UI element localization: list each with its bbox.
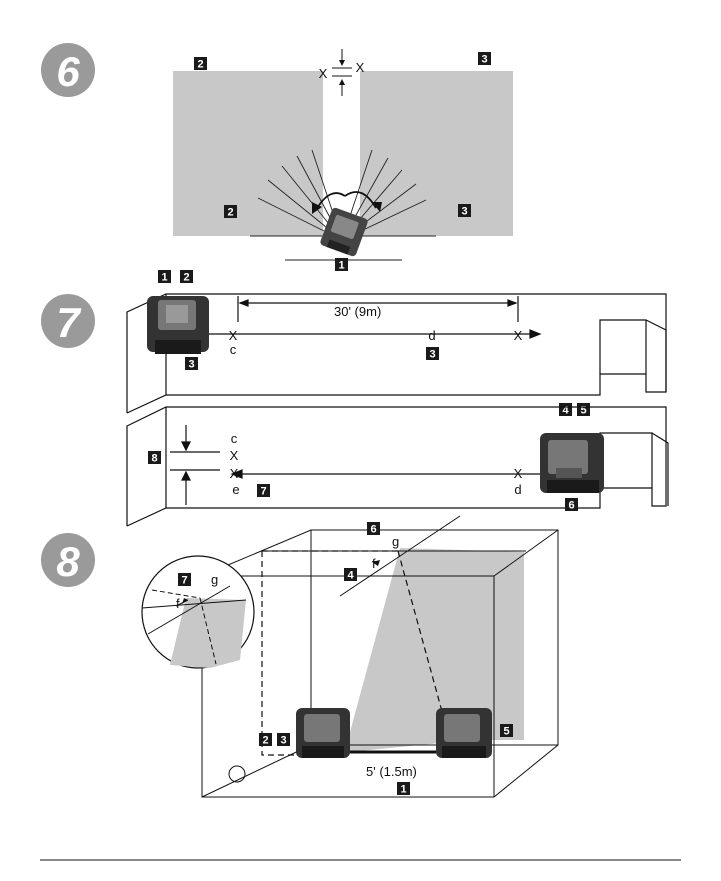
laser-level-icon	[540, 433, 604, 493]
badge-2: 2	[183, 272, 189, 284]
badge-3-line: 3	[429, 349, 435, 361]
badge-6: 6	[568, 500, 574, 512]
laser-level-icon	[436, 708, 492, 758]
point-f: f	[372, 556, 376, 571]
mark-x-d2: X	[514, 466, 523, 481]
badge-3-bottom: 3	[461, 206, 467, 218]
badge-4: 4	[347, 570, 354, 582]
badge-7: 7	[181, 575, 187, 587]
badge-4: 4	[562, 405, 569, 417]
step-8-marker: 8	[41, 533, 95, 587]
point-d: d	[428, 328, 435, 343]
point-c-bottom: c	[231, 431, 238, 446]
badge-6: 6	[370, 524, 376, 536]
mark-x-c: X	[229, 328, 238, 343]
distance-label-30ft: 30' (9m)	[334, 304, 381, 319]
mark-x-d: X	[514, 328, 523, 343]
step-8-number: 8	[56, 538, 80, 585]
badge-5: 5	[503, 726, 509, 738]
figure-8-room-box	[202, 516, 558, 797]
badge-8: 8	[151, 453, 157, 465]
laser-level-icon	[147, 296, 209, 354]
badge-1: 1	[338, 260, 344, 272]
badge-3-top: 3	[481, 54, 487, 66]
mark-x-right: X	[356, 60, 365, 75]
badge-5: 5	[580, 405, 586, 417]
badge-3-device: 3	[188, 359, 194, 371]
point-d-bottom: d	[514, 482, 521, 497]
point-c: c	[230, 342, 237, 357]
laser-level-icon	[296, 708, 350, 758]
figure-6-walls: X X	[173, 49, 513, 260]
badge-1: 1	[161, 272, 167, 284]
step-6-marker: 6	[41, 43, 95, 97]
inset-point-g: g	[211, 572, 218, 587]
badge-7: 7	[260, 486, 266, 498]
badge-2-top: 2	[197, 59, 203, 71]
step-7-number: 7	[56, 299, 81, 346]
badge-2-bottom: 2	[227, 207, 233, 219]
mark-x-c2: X	[230, 448, 239, 463]
mark-x-e: X	[230, 466, 239, 481]
step-6-number: 6	[56, 48, 80, 95]
step-7-marker: 7	[41, 294, 95, 348]
point-g: g	[392, 534, 399, 549]
distance-label-5ft: 5' (1.5m)	[366, 764, 417, 779]
badge-1: 1	[400, 784, 406, 796]
inset-point-f: f	[176, 596, 180, 611]
figure-8-inset-circle	[142, 556, 254, 668]
point-e: e	[232, 482, 239, 497]
mark-x-left: X	[319, 66, 328, 81]
badge-3: 3	[280, 735, 286, 747]
badge-2: 2	[262, 735, 268, 747]
